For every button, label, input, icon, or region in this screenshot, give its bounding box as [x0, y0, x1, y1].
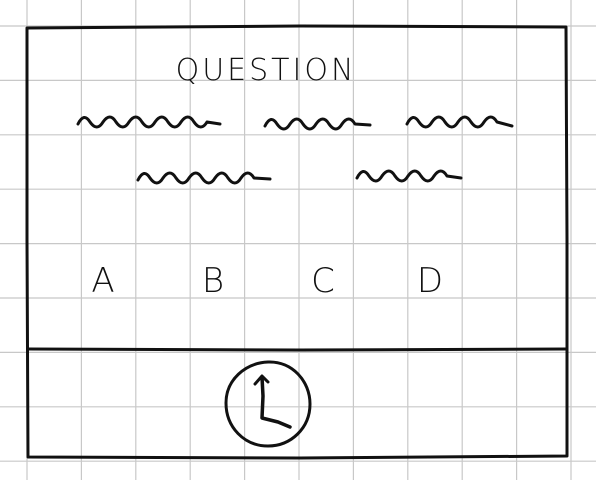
placeholder-squiggle — [263, 117, 372, 131]
placeholder-squiggle — [355, 169, 463, 183]
answer-option-d[interactable]: D — [417, 261, 443, 301]
outer-frame — [25, 24, 569, 460]
answer-options: A B C D — [91, 261, 443, 301]
clock-face — [224, 360, 312, 448]
answer-option-c[interactable]: C — [311, 261, 335, 301]
answer-option-b[interactable]: B — [202, 261, 224, 301]
question-text-placeholder — [76, 115, 514, 185]
panel-divider — [26, 347, 569, 352]
clock-hands — [260, 375, 292, 429]
clock-icon — [224, 360, 312, 448]
placeholder-squiggle — [405, 115, 514, 129]
answer-option-a[interactable]: A — [91, 261, 114, 301]
placeholder-squiggle — [76, 115, 222, 129]
placeholder-squiggle — [136, 171, 272, 185]
clock-hand-tip — [253, 374, 270, 386]
question-heading: QUESTION — [176, 53, 357, 88]
